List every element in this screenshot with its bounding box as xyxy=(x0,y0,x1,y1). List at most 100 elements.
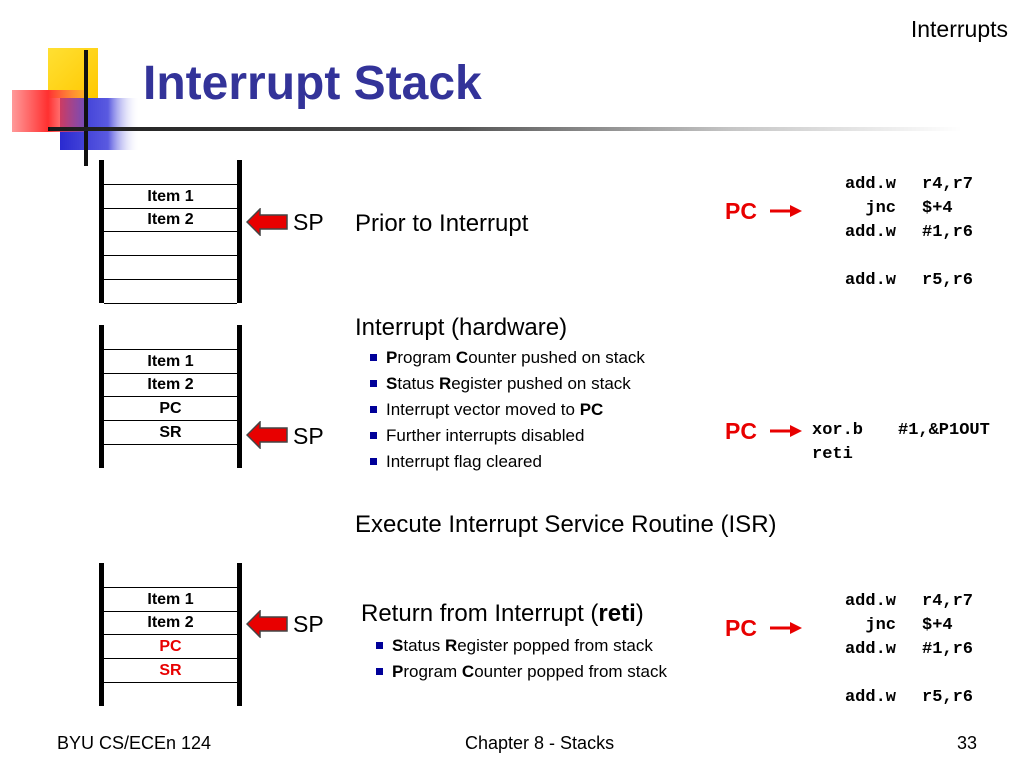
code-opcode: add.w xyxy=(844,640,896,659)
pc-label: PC xyxy=(725,418,757,444)
bullet-text: rogram xyxy=(397,348,456,367)
bullet-bold-text: S xyxy=(392,636,404,655)
stack-cell xyxy=(104,232,237,256)
code-line: add.w #1,r6 xyxy=(812,638,973,662)
code-line: add.w r4,r7 xyxy=(812,173,973,197)
code-line xyxy=(812,662,973,686)
section-label: Interrupts xyxy=(910,16,1008,42)
heading-return-from-interrupt: Return from Interrupt (reti) xyxy=(361,600,644,628)
heading-reti-bold: reti xyxy=(598,600,636,627)
stack-cell: Item 1 xyxy=(104,184,237,209)
code-line: xor.b #1,&P1OUT xyxy=(812,419,990,443)
code-opcode: jnc xyxy=(865,616,896,635)
heading-text: ) xyxy=(635,600,644,627)
sp-arrow-icon xyxy=(246,421,288,449)
code-line: add.w r5,r6 xyxy=(812,686,973,710)
stack-left-rail xyxy=(99,325,104,468)
code-line: add.w r5,r6 xyxy=(812,269,973,293)
stack-cell: SR xyxy=(104,659,237,683)
bullet-square-icon xyxy=(376,642,383,649)
bullet-bold-text: P xyxy=(392,662,404,681)
footer-course: BYU CS/ECEn 124 xyxy=(57,733,212,753)
sp-arrow-icon xyxy=(246,610,288,638)
heading-text: Return from Interrupt ( xyxy=(361,600,599,627)
code-opcode: add.w xyxy=(844,688,896,707)
stack-right-rail xyxy=(237,563,242,706)
bullet-bold-text: R xyxy=(438,374,452,393)
bullet-bold-text: PC xyxy=(579,400,604,419)
heading-interrupt-hardware: Interrupt (hardware) xyxy=(355,314,568,341)
code-opcode: reti xyxy=(812,445,853,464)
stack-cell xyxy=(104,256,237,280)
bullet-item: Interrupt vector moved to PC xyxy=(368,397,645,423)
code-line: jnc $+4 xyxy=(812,614,973,638)
bullet-item: Program Counter pushed on stack xyxy=(368,345,645,371)
bullet-text: tatus xyxy=(397,374,439,393)
stack-cell: Item 2 xyxy=(104,611,237,635)
stack-cell: PC xyxy=(104,635,237,659)
sp-label: SP xyxy=(293,423,324,449)
bullet-text: tatus xyxy=(403,636,445,655)
sp-arrow-icon xyxy=(246,208,288,236)
bullet-square-icon xyxy=(370,432,377,439)
code-listing-isr: xor.b #1,&P1OUT reti xyxy=(812,419,990,467)
bullet-text: Interrupt flag cleared xyxy=(386,452,542,471)
code-line: reti xyxy=(812,443,990,467)
code-opcode: xor.b xyxy=(812,421,864,440)
code-operands: r4,r7 xyxy=(922,175,974,194)
code-operands: #1,r6 xyxy=(922,223,974,242)
bullet-bold-text: C xyxy=(461,662,475,681)
bullet-text: ounter popped from stack xyxy=(474,662,667,681)
bullet-bold-text: S xyxy=(386,374,398,393)
bullet-text: egister pushed on stack xyxy=(451,374,631,393)
code-opcode: add.w xyxy=(844,223,896,242)
pc-label: PC xyxy=(725,615,757,641)
bullet-text: ounter pushed on stack xyxy=(468,348,645,367)
bullet-square-icon xyxy=(370,458,377,465)
stack-right-rail xyxy=(237,325,242,468)
code-line: jnc$+4 xyxy=(812,197,973,221)
code-operands: $+4 xyxy=(922,199,953,218)
slide-title: Interrupt Stack xyxy=(143,57,482,110)
stack-cell: Item 2 xyxy=(104,208,237,232)
bullet-bold-text: P xyxy=(386,348,398,367)
bullet-bold-text: R xyxy=(444,636,458,655)
bullet-text: Interrupt vector moved to xyxy=(386,400,580,419)
code-line xyxy=(812,245,973,269)
bullet-square-icon xyxy=(370,354,377,361)
bullet-item: Further interrupts disabled xyxy=(368,423,645,449)
decorative-squares xyxy=(12,48,148,166)
bullet-text: rogram xyxy=(403,662,462,681)
code-opcode: add.w xyxy=(844,271,896,290)
title-divider xyxy=(50,127,962,131)
bullet-text: egister popped from stack xyxy=(457,636,653,655)
stack-cell: SR xyxy=(104,421,237,445)
code-operands: r5,r6 xyxy=(922,688,974,707)
code-operands: $+4 xyxy=(922,616,953,635)
stack-cell: Item 2 xyxy=(104,373,237,397)
stack-cell: Item 1 xyxy=(104,587,237,612)
stack-cell xyxy=(104,280,237,304)
bullet-bold-text: C xyxy=(455,348,469,367)
bullet-text: Further interrupts disabled xyxy=(386,426,585,445)
bullet-item: Program Counter popped from stack xyxy=(374,659,667,685)
bullet-square-icon xyxy=(370,380,377,387)
code-operands: #1,r6 xyxy=(922,640,974,659)
code-opcode: add.w xyxy=(844,175,896,194)
pc-arrow-icon xyxy=(770,205,802,217)
stack-cell: Item 1 xyxy=(104,349,237,374)
bullet-item: Status Register popped from stack xyxy=(374,633,667,659)
footer-chapter: Chapter 8 - Stacks xyxy=(465,733,615,753)
bullet-square-icon xyxy=(376,668,383,675)
code-operands: #1,&P1OUT xyxy=(898,421,990,440)
sp-label: SP xyxy=(293,209,324,235)
code-operands: r5,r6 xyxy=(922,271,974,290)
code-listing-prior: add.w r4,r7 jnc$+4 add.w #1,r6 add.w r5,r6 xyxy=(812,173,973,293)
